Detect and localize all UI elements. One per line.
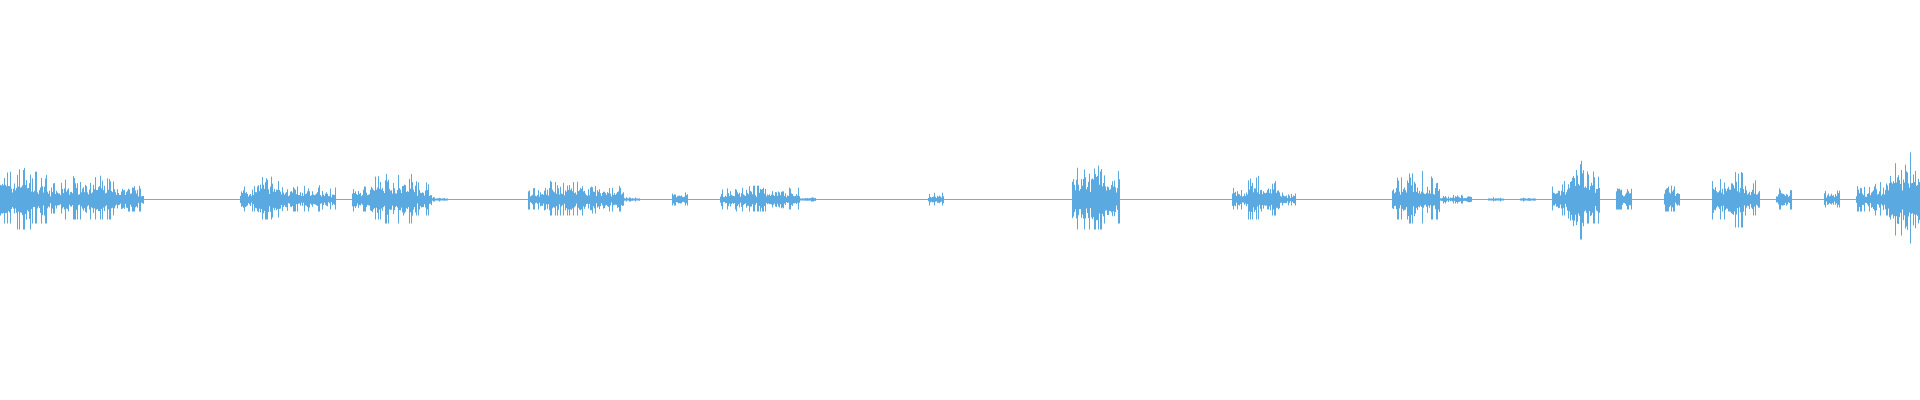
waveform-bars bbox=[0, 152, 1920, 244]
